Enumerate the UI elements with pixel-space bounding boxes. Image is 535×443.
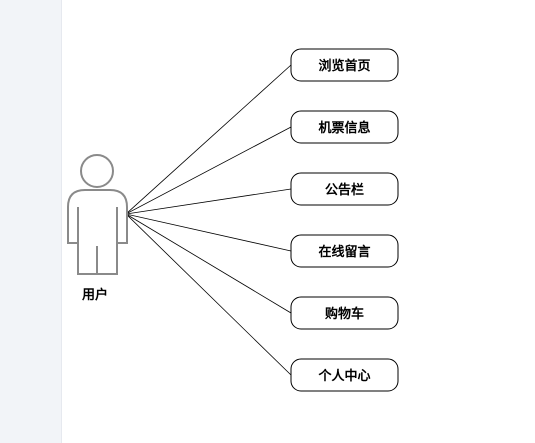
use-case-label: 在线留言 [318,244,370,260]
actor-label: 用户 [81,287,108,303]
association-line [125,188,292,215]
use-case-box [290,110,399,144]
use-case-label: 购物车 [325,306,364,322]
association-line [125,64,292,215]
association-line [125,213,292,314]
actor-body [67,189,128,275]
left-gutter [0,0,62,443]
actor-head [80,154,114,188]
use-case-label: 个人中心 [317,368,370,384]
association-line [125,213,292,376]
use-case-label: 机票信息 [318,120,370,136]
use-case-box [290,234,399,268]
use-case-label: 公告栏 [325,182,364,198]
use-case-box [290,48,399,82]
use-case-box [290,358,399,392]
use-case-box [290,172,399,206]
actor-figure [67,154,128,275]
association-line [125,126,292,215]
association-line [125,213,292,252]
use-case-box [290,296,399,330]
use-case-label: 浏览首页 [318,58,370,74]
association-lines [125,64,292,376]
